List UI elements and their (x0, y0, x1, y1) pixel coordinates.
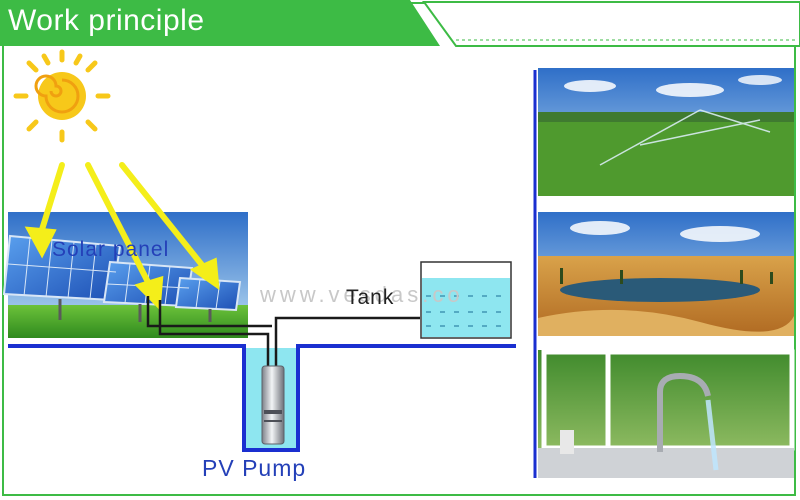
pv-pump-label: PV Pump (202, 455, 306, 482)
photo-irrigation-field (538, 68, 794, 196)
tank-label: Tank (346, 286, 394, 310)
page-title: Work principle (8, 4, 205, 38)
pump-icon (262, 366, 284, 444)
photo-kitchen-faucet (538, 350, 794, 478)
sun-icon (16, 52, 108, 140)
solar-panel-label: Solar panel (52, 238, 169, 262)
photo-desert-oasis (538, 212, 794, 336)
